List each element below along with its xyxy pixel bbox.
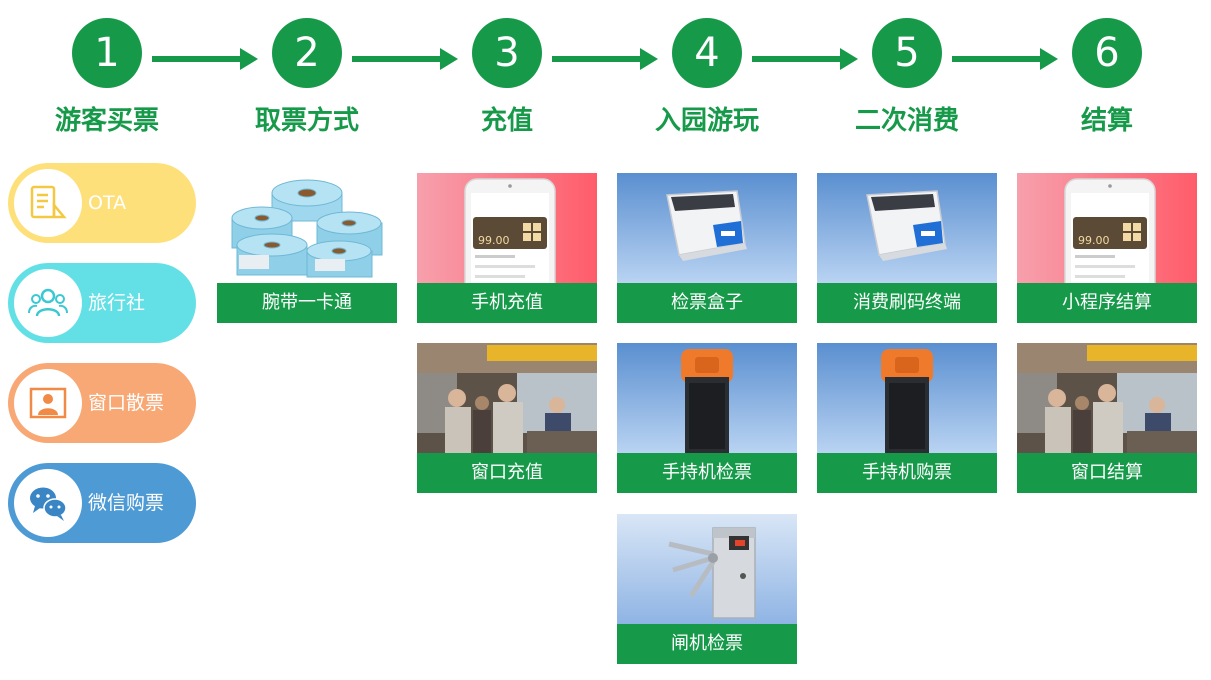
miniapp-phone-balance: 99.00 [1078, 234, 1110, 247]
step-3-circle: 3 [472, 18, 542, 88]
scanner-box-image [617, 173, 797, 283]
step-4-circle: 4 [672, 18, 742, 88]
card-window-recharge: 窗口充值 [417, 343, 597, 493]
step-1-label: 游客买票 [54, 106, 159, 136]
arrow-5-6 [952, 48, 1058, 70]
ticket-window-photo [417, 343, 597, 453]
card-window-recharge-caption: 窗口充值 [417, 453, 597, 493]
channel-window-ticket-label: 窗口散票 [88, 392, 165, 414]
card-mobile-recharge-caption: 手机充值 [417, 283, 597, 323]
handheld-terminal-image [617, 343, 797, 453]
card-wristband: 腕带一卡通 [217, 173, 397, 323]
channel-wechat: 微信购票 [8, 463, 196, 543]
card-mobile-recharge: 99.00 手机充值 [417, 173, 597, 323]
step-5-circle: 5 [872, 18, 942, 88]
channel-travel-agency-label: 旅行社 [88, 292, 146, 314]
handheld-purchase-image [817, 343, 997, 453]
channel-ota-label: OTA [88, 192, 127, 214]
card-handheld-purchase: 手持机购票 [817, 343, 997, 493]
person-portrait-icon [29, 387, 67, 419]
channel-ota-disc [14, 169, 82, 237]
group-icon [28, 288, 68, 317]
card-miniapp-settle: 99.00 小程序结算 [1017, 173, 1197, 323]
card-handheld-purchase-caption: 手持机购票 [817, 453, 997, 493]
channel-window-ticket: 窗口散票 [8, 363, 196, 443]
card-gate-check: 闸机检票 [617, 514, 797, 664]
arrow-3-4 [552, 48, 658, 70]
pos-scanner-image [817, 173, 997, 283]
wechat-icon [30, 487, 67, 521]
card-gate-check-caption: 闸机检票 [617, 624, 797, 664]
channel-ota: OTA [8, 163, 196, 243]
card-miniapp-settle-caption: 小程序结算 [1017, 283, 1197, 323]
step-3-label: 充值 [480, 106, 533, 136]
card-handheld-check-caption: 手持机检票 [617, 453, 797, 493]
step-6-label: 结算 [1080, 106, 1133, 136]
wristband-rolls-image [217, 173, 397, 283]
turnstile-gate-image [617, 514, 797, 624]
card-handheld-check: 手持机检票 [617, 343, 797, 493]
arrow-4-5 [752, 48, 858, 70]
step-2-circle: 2 [272, 18, 342, 88]
step-4-label: 入园游玩 [654, 106, 759, 136]
settle-window-photo [1017, 343, 1197, 453]
channel-wechat-label: 微信购票 [88, 492, 165, 514]
card-pos-terminal: 消费刷码终端 [817, 173, 997, 323]
step-1-circle: 1 [72, 18, 142, 88]
arrow-1-2 [152, 48, 258, 70]
card-check-box-caption: 检票盒子 [617, 283, 797, 323]
channel-travel-agency-disc [14, 269, 82, 337]
step-6-circle: 6 [1072, 18, 1142, 88]
channel-travel-agency: 旅行社 [8, 263, 196, 343]
card-window-settle: 窗口结算 [1017, 343, 1197, 493]
miniapp-phone-image: 99.00 [1017, 173, 1197, 283]
step-2-label: 取票方式 [254, 106, 359, 136]
card-wristband-caption: 腕带一卡通 [217, 283, 397, 323]
card-pos-terminal-caption: 消费刷码终端 [817, 283, 997, 323]
arrow-2-3 [352, 48, 458, 70]
step-5-label: 二次消费 [854, 106, 959, 136]
phone-image: 99.00 [417, 173, 597, 283]
phone-balance: 99.00 [478, 234, 510, 247]
document-icon [30, 185, 67, 219]
channel-window-ticket-disc [14, 369, 82, 437]
channel-wechat-disc [14, 469, 82, 537]
card-window-settle-caption: 窗口结算 [1017, 453, 1197, 493]
card-check-box: 检票盒子 [617, 173, 797, 323]
